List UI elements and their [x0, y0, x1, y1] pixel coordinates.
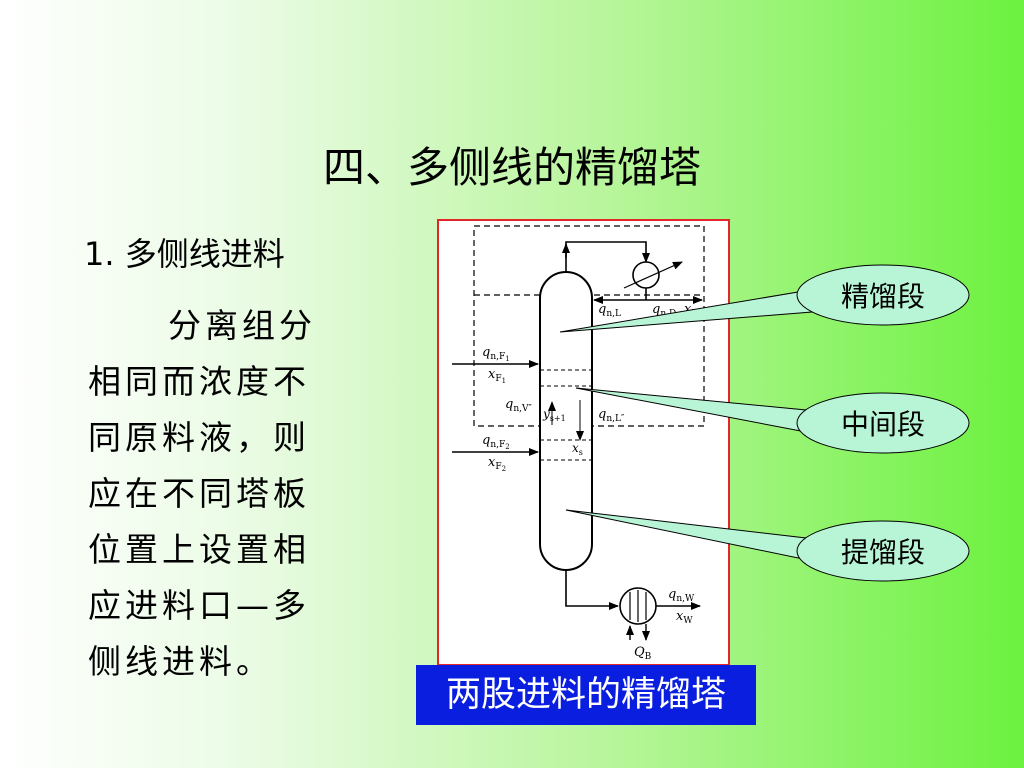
bottoms-line: [565, 570, 619, 610]
label-xF2: xF2: [488, 455, 506, 473]
callout-pointer-stripping: [565, 509, 809, 561]
callout-rectifying: [796, 264, 970, 326]
column-body: [539, 271, 593, 571]
condenser-icon: [632, 261, 660, 289]
label-qnF1: qn,F1: [482, 345, 510, 363]
section-heading: 1. 多侧线进料: [84, 235, 285, 273]
callout-stripping: [796, 520, 970, 582]
label-xF1: xF1: [488, 367, 506, 385]
label-qnL: qn,L: [598, 302, 621, 319]
label-xs: xs: [572, 441, 583, 457]
overhead-vapor-line: [565, 241, 650, 272]
slide-title: 四、多侧线的精馏塔: [322, 143, 701, 192]
label-qnV2: qn,V″: [505, 397, 532, 414]
callout-label-rectifying: 精馏段: [841, 280, 925, 313]
callout-middle: [796, 392, 970, 454]
label-qnW: qn,W: [668, 587, 695, 604]
label-xW: xW: [676, 609, 693, 626]
label-ys1: ys+1: [542, 407, 566, 423]
condenser-cooling-line: [623, 261, 683, 289]
label-qnL2: qn,L″: [598, 407, 625, 424]
label-qnF2: qn,F2: [482, 433, 510, 451]
label-QB: QB: [634, 645, 652, 662]
callout-label-stripping: 提馏段: [841, 536, 925, 569]
callout-label-middle: 中间段: [841, 408, 925, 441]
body-paragraph: 分离组分相同而浓度不同原料液，则应在不同塔板位置上设置相应进料口—多侧线进料。: [88, 306, 316, 681]
diagram-caption: 两股进料的精馏塔: [416, 665, 756, 725]
